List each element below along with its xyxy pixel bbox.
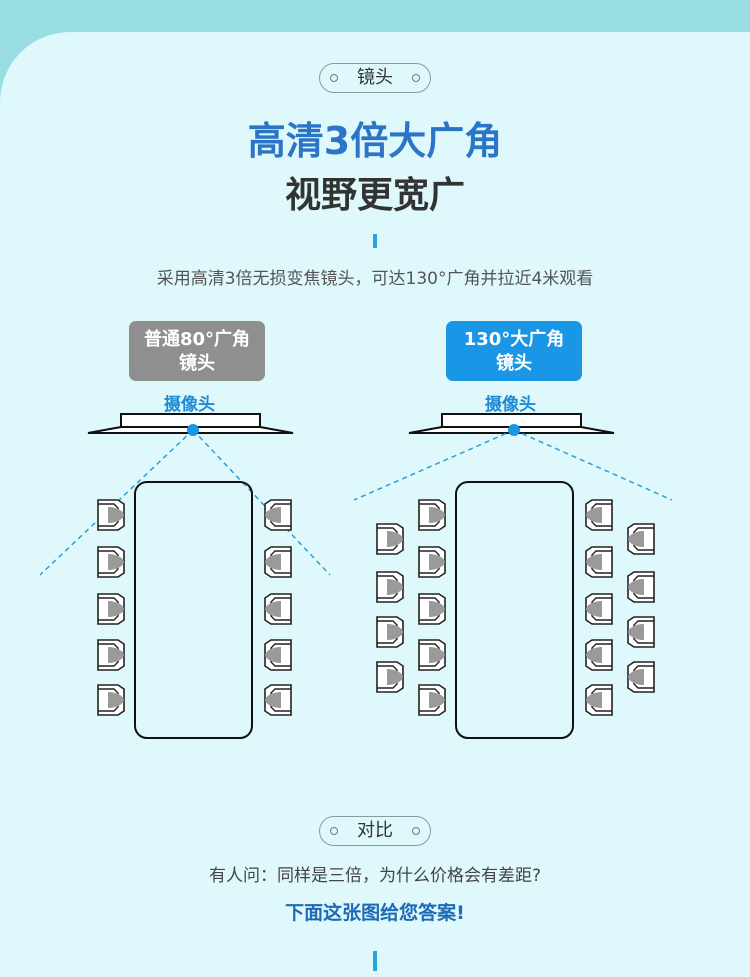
chair-icon [627,523,655,555]
pill-label: 对比 [357,820,393,841]
tag-normal-lens: 普通80°广角镜头 [129,321,265,381]
chair-icon [97,639,125,671]
chair-icon [376,616,404,648]
tag-line: 镜头 [496,353,532,374]
chair-icon [418,546,446,578]
tag-line: 普通80°广角 [143,329,251,350]
tag-line: 130°大广角 [463,329,565,350]
pill-label: 镜头 [357,67,393,88]
chair-icon [97,499,125,531]
chair-icon [264,546,292,578]
view-line-right [513,429,673,501]
chair-icon [264,639,292,671]
tag-wide-lens: 130°大广角镜头 [446,321,582,381]
camera-label-left: 摄像头 [164,395,215,415]
description: 采用高清3倍无损变焦镜头，可达130°广角并拉近4米观看 [156,269,594,289]
chair-icon [627,616,655,648]
camera-lens-dot [508,424,520,436]
subheadline: 视野更宽广 [284,175,465,216]
tag-line: 镜头 [179,353,215,374]
chair-icon [264,499,292,531]
answer-text: 下面这张图给您答案! [285,902,465,924]
chair-icon [585,684,613,716]
divider-bar [373,234,377,248]
chair-icon [264,684,292,716]
view-line-left [39,429,194,576]
chair-icon [585,593,613,625]
chair-icon [585,499,613,531]
chair-icon [585,639,613,671]
conference-table [455,481,574,739]
chair-icon [627,571,655,603]
camera-label-right: 摄像头 [485,395,536,415]
section-pill-compare: 对比 [319,816,431,846]
chair-icon [585,546,613,578]
chair-icon [97,593,125,625]
chair-icon [418,593,446,625]
chair-icon [418,684,446,716]
chair-icon [264,593,292,625]
chair-icon [97,684,125,716]
chair-icon [97,546,125,578]
conference-table [134,481,253,739]
chair-icon [376,523,404,555]
chair-icon [376,571,404,603]
divider-bar-bottom [373,951,377,971]
view-line-right [192,429,331,576]
chair-icon [627,661,655,693]
headline: 高清3倍大广角 [247,119,503,163]
view-line-left [353,429,515,501]
section-pill-lens: 镜头 [319,63,431,93]
chair-icon [376,661,404,693]
camera-lens-dot [187,424,199,436]
question-text: 有人问：同样是三倍，为什么价格会有差距? [208,866,542,886]
chair-icon [418,499,446,531]
page-background [0,32,750,977]
chair-icon [418,639,446,671]
